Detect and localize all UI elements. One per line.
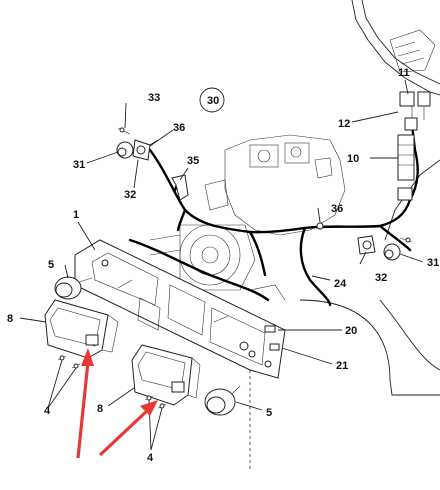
callout-5-right: 5 <box>266 407 272 419</box>
turn-lamp-right <box>204 385 241 416</box>
callout-20: 20 <box>345 325 357 337</box>
callout-circle-30 <box>199 87 225 113</box>
callout-36-top: 36 <box>173 122 185 134</box>
callout-35: 35 <box>187 155 199 167</box>
callout-24: 24 <box>334 278 347 290</box>
callout-5-left: 5 <box>48 259 54 271</box>
callout-31-left: 31 <box>73 159 85 171</box>
callout-30: 30 <box>207 95 219 107</box>
headlamp-left <box>44 299 119 359</box>
leader-lines <box>19 79 424 451</box>
engine-block <box>149 134 346 301</box>
headlamp-right <box>131 344 201 406</box>
callout-12: 12 <box>338 118 350 130</box>
callout-8-left: 8 <box>7 313 13 325</box>
body-panel <box>249 299 440 470</box>
callout-32-left: 32 <box>124 189 136 201</box>
callout-31-right: 31 <box>427 257 439 269</box>
callout-33: 33 <box>148 92 160 104</box>
callout-8-right: 8 <box>97 403 103 415</box>
callout-10: 10 <box>347 153 359 165</box>
callout-36-right: 36 <box>331 203 343 215</box>
callout-32-right: 32 <box>375 272 387 284</box>
callout-1: 1 <box>73 209 79 221</box>
callout-labels: 33 30 36 31 35 32 1 5 8 4 8 4 5 20 21 24… <box>7 67 439 464</box>
marker-lamp-right <box>357 235 413 261</box>
callout-4-right: 4 <box>147 452 154 464</box>
screws <box>57 355 167 409</box>
relay-module <box>397 91 431 201</box>
callout-21: 21 <box>336 360 348 372</box>
cab-outline <box>351 0 440 241</box>
callout-4-left: 4 <box>44 405 51 417</box>
callout-11: 11 <box>398 67 410 79</box>
turn-lamp-left <box>54 276 93 300</box>
red-arrows <box>76 348 158 459</box>
